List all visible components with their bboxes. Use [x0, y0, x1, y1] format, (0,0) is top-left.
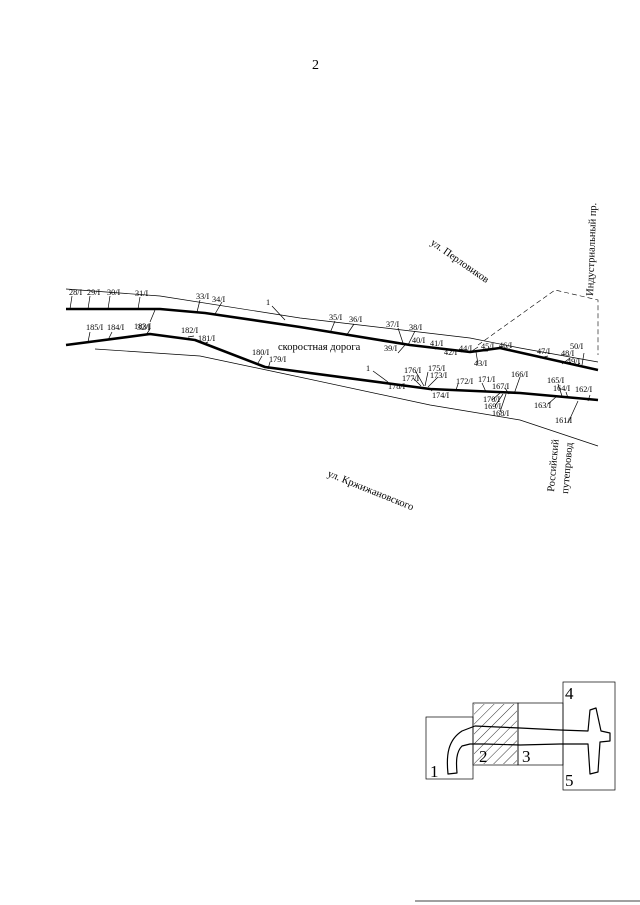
picket-label: 36/I — [349, 315, 362, 324]
street-perelovnikov: ул. Перловиков — [428, 237, 490, 285]
picket-label: 30/I — [107, 288, 120, 297]
picket-label: 170/I — [483, 395, 501, 404]
street-krzhizhanovskogo: ул. Кржижановского — [326, 469, 415, 514]
picket-label: 177/I — [402, 374, 420, 383]
lower-picket-ticks — [87, 328, 591, 424]
upper-picket-ticks — [69, 295, 585, 367]
picket-label: 167/I — [492, 382, 510, 391]
sheet-frame-4-5 — [562, 681, 616, 791]
road-marker-leader-lower — [372, 370, 389, 383]
sheet-number-1: 1 — [430, 762, 439, 781]
road-marker-leader-upper — [271, 305, 286, 321]
picket-label: 32/I — [137, 323, 150, 332]
picket-label: 45/I — [481, 342, 494, 351]
upper-boundary-line — [65, 288, 599, 363]
picket-label: 183/I — [134, 322, 152, 331]
picket-label: 28/I — [69, 288, 82, 297]
page-number: 2 — [312, 58, 319, 73]
sheet-number-3: 3 — [522, 747, 531, 766]
picket-label: 182/I — [181, 326, 199, 335]
picket-label: 181/I — [198, 334, 216, 343]
sheet-number-2: 2 — [479, 747, 488, 766]
picket-label: 34/I — [212, 295, 225, 304]
picket-label: 43/I — [474, 359, 487, 368]
picket-label: 48/I — [561, 349, 574, 358]
picket-label: 161/I — [555, 416, 573, 425]
picket-label: 46/I — [499, 341, 512, 350]
picket-label: 176/I — [404, 366, 422, 375]
picket-label: 40/I — [412, 336, 425, 345]
industrialny-boundary — [477, 289, 599, 355]
picket-label: 164/I — [553, 384, 571, 393]
picket-label: 49/I — [567, 357, 580, 366]
key-map: 1 2 3 4 5 — [425, 681, 616, 791]
picket-label: 163/I — [534, 401, 552, 410]
picket-label: 41/I — [430, 339, 443, 348]
picket-label: 178/I — [388, 382, 406, 391]
picket-label: 185/I — [86, 323, 104, 332]
upper-picket-labels: 28/I 29/I 30/I 31/I 32/I 33/I 34/I 35/I … — [69, 288, 583, 368]
picket-label: 35/I — [329, 313, 342, 322]
picket-label: 162/I — [575, 385, 593, 394]
picket-label: 174/I — [432, 391, 450, 400]
upper-carriageway — [66, 307, 599, 372]
sheet-2-hatch — [474, 704, 517, 764]
road-marker-lower: 1 — [366, 364, 370, 373]
picket-label: 180/I — [252, 348, 270, 357]
lower-carriageway — [65, 332, 599, 402]
overpass-label-line1: Российский — [546, 438, 562, 492]
picket-label: 169/I — [484, 402, 502, 411]
picket-label: 165/I — [547, 376, 565, 385]
picket-label: 171/I — [478, 375, 496, 384]
picket-label: 47/I — [537, 347, 550, 356]
road-marker-upper: 1 — [266, 298, 270, 307]
picket-label: 166/I — [511, 370, 529, 379]
overpass-label-line2: путепровод — [560, 441, 575, 494]
sheet-number-4: 4 — [565, 684, 574, 703]
sheet-number-5: 5 — [565, 771, 574, 790]
picket-label: 38/I — [409, 323, 422, 332]
picket-label: 175/I — [428, 364, 446, 373]
lower-boundary-line — [94, 348, 599, 447]
picket-label: 168/I — [492, 409, 510, 418]
picket-label: 172/I — [456, 377, 474, 386]
street-industrialny: Индустриальный пр. — [585, 203, 599, 297]
picket-label: 37/I — [386, 320, 399, 329]
picket-label: 29/I — [87, 288, 100, 297]
picket-label: 179/I — [269, 355, 287, 364]
street-expressway: скоростная дорога — [278, 342, 361, 353]
picket-label: 50/I — [570, 342, 583, 351]
lower-picket-labels: 185/I 184/I 183/I 182/I 181/I 180/I 179/… — [86, 322, 593, 425]
picket-label: 39/I — [384, 344, 397, 353]
picket-label: 173/I — [430, 371, 448, 380]
picket-label: 42/I — [444, 348, 457, 357]
picket-label: 44/I — [459, 344, 472, 353]
picket-label: 33/I — [196, 292, 209, 301]
key-map-route-shape — [446, 707, 611, 775]
picket-label: 184/I — [107, 323, 125, 332]
picket-label: 31/I — [135, 289, 148, 298]
